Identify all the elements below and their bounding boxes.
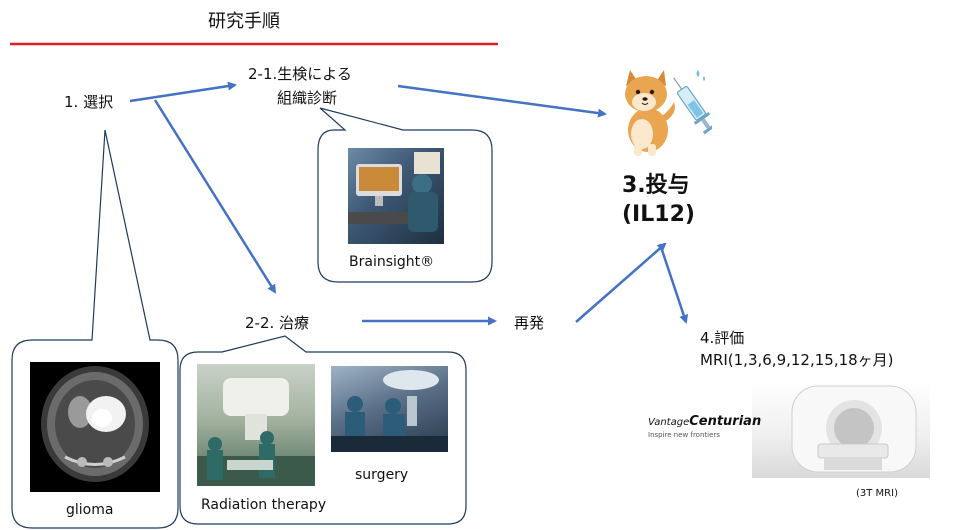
step-administer-label-line2: (IL12) (622, 202, 695, 227)
glioma-caption: glioma (66, 502, 114, 518)
arrow-biopsy-to-administer (397, 84, 607, 118)
surgery-caption: surgery (355, 467, 409, 483)
step-treatment-label: 2-2. 治療 (245, 314, 310, 332)
step-recurrence-label: 再発 (514, 314, 545, 332)
scanner-caption: (3T MRI) (856, 488, 898, 499)
droplet-icon (696, 70, 705, 81)
syringe-icon (673, 77, 712, 135)
brainsight-caption: Brainsight® (349, 254, 435, 270)
arrow-recurrence-to-administer (575, 242, 667, 323)
step-select-label: 1. 選択 (64, 93, 114, 111)
step-biopsy-label-line1: 2-1.生検による (248, 65, 352, 83)
radiation-therapy-photo (197, 364, 315, 486)
scanner-tagline: Inspire new frontiers (648, 431, 720, 439)
dog-with-syringe-illustration (625, 70, 712, 156)
step-administer-label-line1: 3.投与 (622, 173, 690, 198)
flow-arrows (129, 81, 689, 326)
step-evaluate-label-line1: 4.評価 (700, 329, 745, 347)
mri-scanner-photo (752, 380, 930, 478)
arrow-select-to-biopsy (129, 81, 237, 103)
glioma-mri-image (30, 362, 160, 492)
step-biopsy-label-line2: 組織診断 (277, 89, 338, 107)
surgery-photo (331, 366, 448, 452)
arrow-select-to-treatment (153, 99, 277, 294)
dog-icon (625, 70, 675, 156)
radiation-therapy-caption: Radiation therapy (201, 497, 327, 513)
scanner-brand: VantageCenturian (648, 414, 761, 429)
brainsight-photo (348, 148, 444, 244)
scanner-brand-name: Centurian (689, 414, 762, 429)
step-evaluate-label-line2: MRI(1,3,6,9,12,15,18ヶ月) (700, 351, 894, 369)
page-title: 研究手順 (208, 11, 280, 32)
arrow-administer-to-evaluate (658, 243, 689, 324)
scanner-brand-prefix: Vantage (648, 417, 690, 428)
